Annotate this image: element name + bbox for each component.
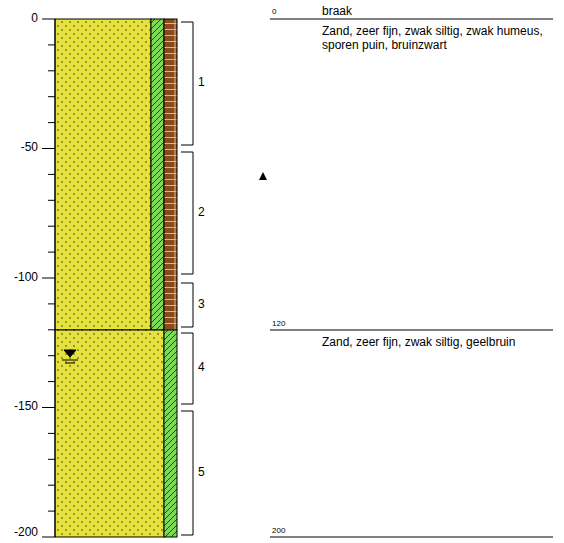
sample-brackets	[181, 22, 193, 535]
layer-lines	[270, 19, 553, 537]
depth-label: -50	[21, 141, 38, 155]
groundwater-symbol	[62, 350, 78, 363]
sample-number: 4	[198, 361, 205, 375]
depth-label: -150	[14, 400, 38, 414]
marker-triangle	[259, 172, 267, 180]
sample-number: 3	[198, 298, 205, 312]
sand-layer	[55, 330, 164, 537]
silt-strip	[164, 330, 177, 537]
layer-depth: 200	[272, 526, 285, 535]
sample-number: 1	[198, 76, 205, 90]
sample-number: 2	[198, 206, 205, 220]
humus-strip	[164, 19, 177, 330]
sand-layer	[55, 19, 151, 330]
sample-number: 5	[198, 466, 205, 480]
depth-label: 0	[31, 12, 38, 26]
depth-label: -100	[14, 271, 38, 285]
surface-description: braak	[322, 5, 352, 19]
layer-depth: 120	[272, 319, 285, 328]
depth-label: -200	[14, 526, 38, 540]
depth-axis	[42, 19, 55, 537]
silt-strip	[151, 19, 164, 330]
layer-depth: 0	[272, 7, 276, 16]
layer-description: Zand, zeer fijn, zwak siltig, geelbruin	[322, 336, 552, 350]
soil-column	[55, 19, 177, 537]
layer-description: Zand, zeer fijn, zwak siltig, zwak humeu…	[322, 25, 547, 53]
